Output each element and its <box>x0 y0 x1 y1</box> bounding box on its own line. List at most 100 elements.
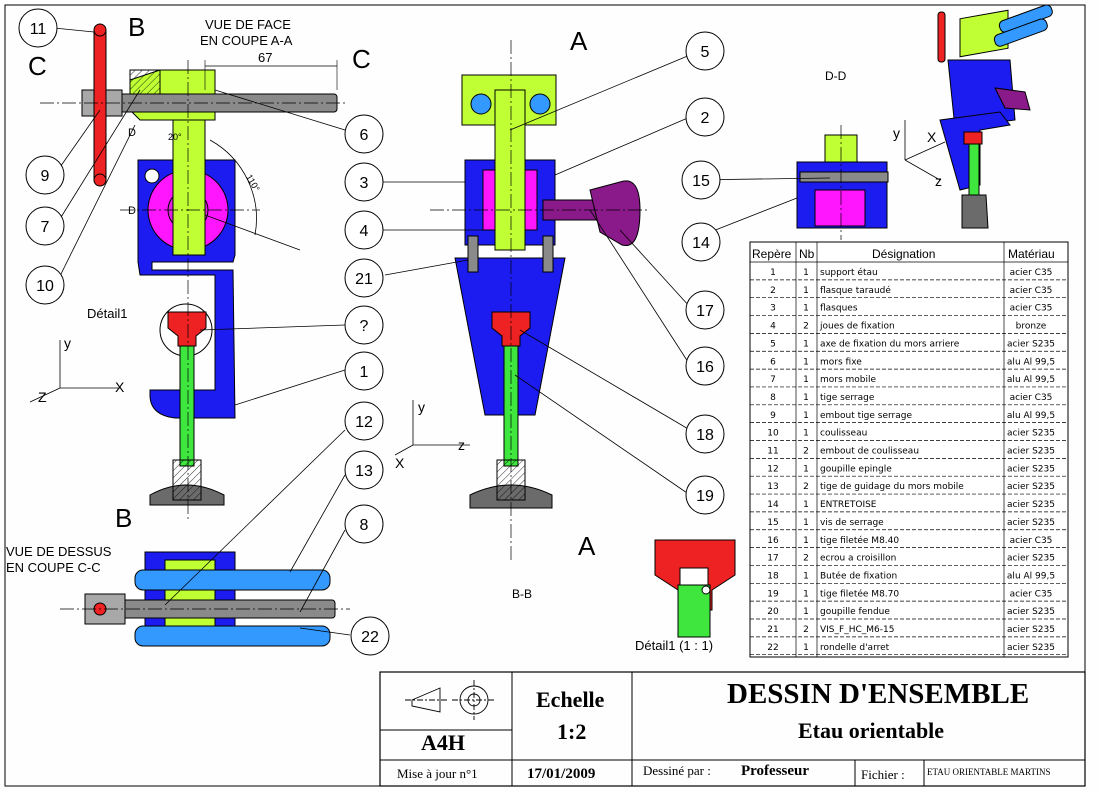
balloon-13: 8 <box>360 517 369 534</box>
table-cell: 2 <box>803 554 809 564</box>
table-cell: 2 <box>803 625 809 635</box>
table-cell: 1 <box>803 304 809 314</box>
axis-triad-center <box>394 400 470 456</box>
table-cell: 18 <box>767 571 779 581</box>
balloon-16: 2 <box>701 110 710 127</box>
section-dd-label: D-D <box>825 69 847 83</box>
table-cell: acier C35 <box>1010 589 1053 599</box>
balloons <box>18 8 725 656</box>
table-cell: tige de guidage du mors mobile <box>820 482 964 492</box>
axis-x-right: X <box>927 129 937 145</box>
table-header-designation: Désignation <box>872 247 935 261</box>
table-cell: 14 <box>767 500 779 510</box>
angle-110: 110° <box>244 173 262 194</box>
table-cell: 5 <box>770 339 776 349</box>
table-cell: 1 <box>803 536 809 546</box>
balloon-12: 13 <box>355 463 373 480</box>
axis-y-right: y <box>893 125 900 141</box>
table-cell: 1 <box>803 286 809 296</box>
drawn-by-label: Dessiné par : <box>643 763 711 778</box>
drawing-subtitle: Etau orientable <box>798 718 944 743</box>
table-cell: 1 <box>803 357 809 367</box>
table-cell: acier C35 <box>1010 304 1053 314</box>
table-cell: 1 <box>803 411 809 421</box>
format-a4h: A4H <box>421 730 465 755</box>
cut-marker-b-top: B <box>128 12 145 42</box>
table-cell: 8 <box>770 393 776 403</box>
table-cell: 2 <box>770 286 776 296</box>
table-cell: acier S235 <box>1007 643 1055 653</box>
axis-y-left: y <box>64 335 71 351</box>
table-cell: alu Al 99,5 <box>1007 571 1055 581</box>
table-cell: alu Al 99,5 <box>1007 357 1055 367</box>
table-cell: alu Al 99,5 <box>1007 375 1055 385</box>
table-cell: mors mobile <box>820 375 877 385</box>
front-view <box>40 23 345 520</box>
axis-x-left: X <box>115 379 125 395</box>
table-cell: 22 <box>767 643 778 653</box>
axis-x-center: X <box>395 455 405 471</box>
table-cell: tige filetée M8.70 <box>820 588 899 599</box>
balloon-8: 21 <box>355 271 373 288</box>
cut-marker-a-bottom: A <box>578 531 596 561</box>
table-cell: 7 <box>770 375 776 385</box>
cut-marker-d-bottom: D <box>128 205 136 217</box>
table-cell: 1 <box>803 393 809 403</box>
table-cell: 2 <box>803 322 809 332</box>
table-cell: acier S235 <box>1007 554 1055 564</box>
table-cell: acier S235 <box>1007 518 1055 528</box>
balloon-5: 6 <box>360 127 369 144</box>
table-cell: coulisseau <box>820 429 867 439</box>
table-cell: rondelle d'arret <box>820 643 890 653</box>
table-cell: 20 <box>767 607 779 617</box>
axis-triad-right <box>904 120 946 181</box>
balloon-6: 3 <box>360 175 369 192</box>
table-cell: 1 <box>803 429 809 439</box>
table-cell: 17 <box>767 554 778 564</box>
table-header-repere: Repère <box>752 247 792 261</box>
table-cell: 1 <box>803 375 809 385</box>
top-view-title-1: VUE DE DESSUS <box>6 544 112 559</box>
table-cell: 1 <box>803 607 809 617</box>
table-cell: tige serrage <box>820 393 875 403</box>
drawn-by-name: Professeur <box>741 763 809 779</box>
table-cell: acier S235 <box>1007 500 1055 510</box>
table-cell: acier S235 <box>1007 625 1055 635</box>
top-view-title-2: EN COUPE C-C <box>6 560 101 575</box>
table-cell: embout tige serrage <box>820 411 912 421</box>
table-cell: axe de fixation du mors arriere <box>820 339 960 349</box>
table-cell: ENTRETOISE <box>820 500 877 510</box>
section-bb-view <box>430 40 650 560</box>
detail-1-scale-label: Détail1 (1 : 1) <box>635 638 713 653</box>
axis-z-center: z <box>458 437 465 453</box>
table-cell: 10 <box>767 429 779 439</box>
detail-1-view <box>654 539 736 638</box>
balloon-14: 22 <box>361 629 379 646</box>
table-cell: acier S235 <box>1007 607 1055 617</box>
table-cell: acier C35 <box>1010 536 1053 546</box>
balloon-3: 7 <box>41 219 50 236</box>
table-cell: 2 <box>803 447 809 457</box>
axis-z-right: z <box>935 173 942 189</box>
balloon-19: 17 <box>696 303 714 320</box>
table-cell: 6 <box>770 357 776 367</box>
dimension-67: 67 <box>258 50 272 65</box>
table-cell: 1 <box>803 339 809 349</box>
table-cell: 2 <box>803 482 809 492</box>
table-cell: 12 <box>767 464 778 474</box>
table-cell: 1 <box>803 464 809 474</box>
table-cell: VIS_F_HC_M6-15 <box>820 625 894 635</box>
table-cell: acier S235 <box>1007 339 1055 349</box>
drawing-title: DESSIN D'ENSEMBLE <box>727 678 1029 710</box>
balloon-9: ? <box>360 318 369 335</box>
table-cell: 1 <box>803 643 809 653</box>
table-cell: goupille fendue <box>820 607 890 617</box>
balloon-17: 15 <box>692 173 710 190</box>
title-block <box>379 671 1086 787</box>
balloon-2: 9 <box>41 168 50 185</box>
table-cell: bronze <box>1016 322 1047 332</box>
